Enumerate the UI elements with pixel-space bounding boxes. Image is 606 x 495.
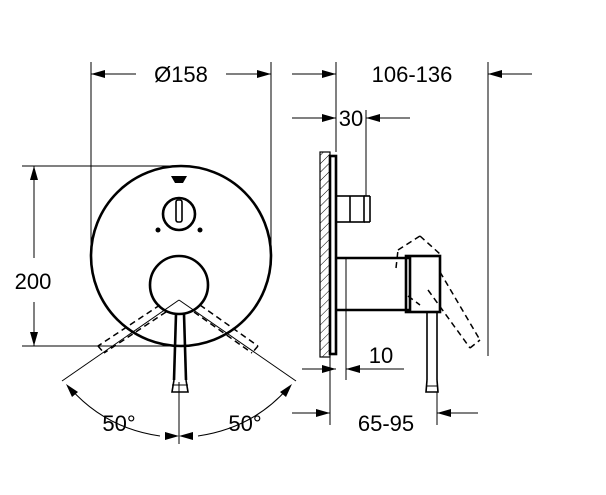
install-range-dimension: 65-95 bbox=[292, 357, 478, 436]
diameter-label: Ø158 bbox=[154, 62, 208, 87]
side-faceplate bbox=[328, 154, 338, 356]
height-dimension: 200 bbox=[15, 165, 181, 347]
depth-wall-label: 10 bbox=[369, 343, 393, 368]
front-view: Ø158 200 50° 50° bbox=[15, 62, 297, 444]
depth-top-label: 30 bbox=[339, 106, 363, 131]
side-diverter bbox=[335, 195, 371, 223]
depth-wall-dimension: 10 bbox=[302, 310, 404, 380]
install-range-label: 65-95 bbox=[358, 411, 414, 436]
depth-top-dimension: 30 bbox=[292, 106, 410, 196]
angle-left-label: 50° bbox=[102, 411, 135, 436]
side-lever-ghost bbox=[395, 235, 481, 349]
angle-dimension: 50° 50° bbox=[61, 299, 297, 444]
diverter-knob bbox=[155, 176, 203, 233]
diverter-indicator-icon bbox=[171, 176, 187, 183]
wall-section bbox=[319, 151, 331, 358]
depth-range-label: 106-136 bbox=[372, 62, 453, 87]
lever-hub bbox=[148, 254, 210, 316]
diameter-dimension: Ø158 bbox=[90, 62, 272, 256]
depth-range-dimension: 106-136 bbox=[292, 62, 532, 356]
height-label: 200 bbox=[15, 269, 52, 294]
side-view: 106-136 30 10 65-95 bbox=[292, 62, 532, 436]
lever-rod bbox=[171, 313, 189, 393]
side-lever-body bbox=[336, 254, 442, 393]
angle-right-label: 50° bbox=[228, 411, 261, 436]
lever-ghost-right bbox=[193, 304, 259, 354]
